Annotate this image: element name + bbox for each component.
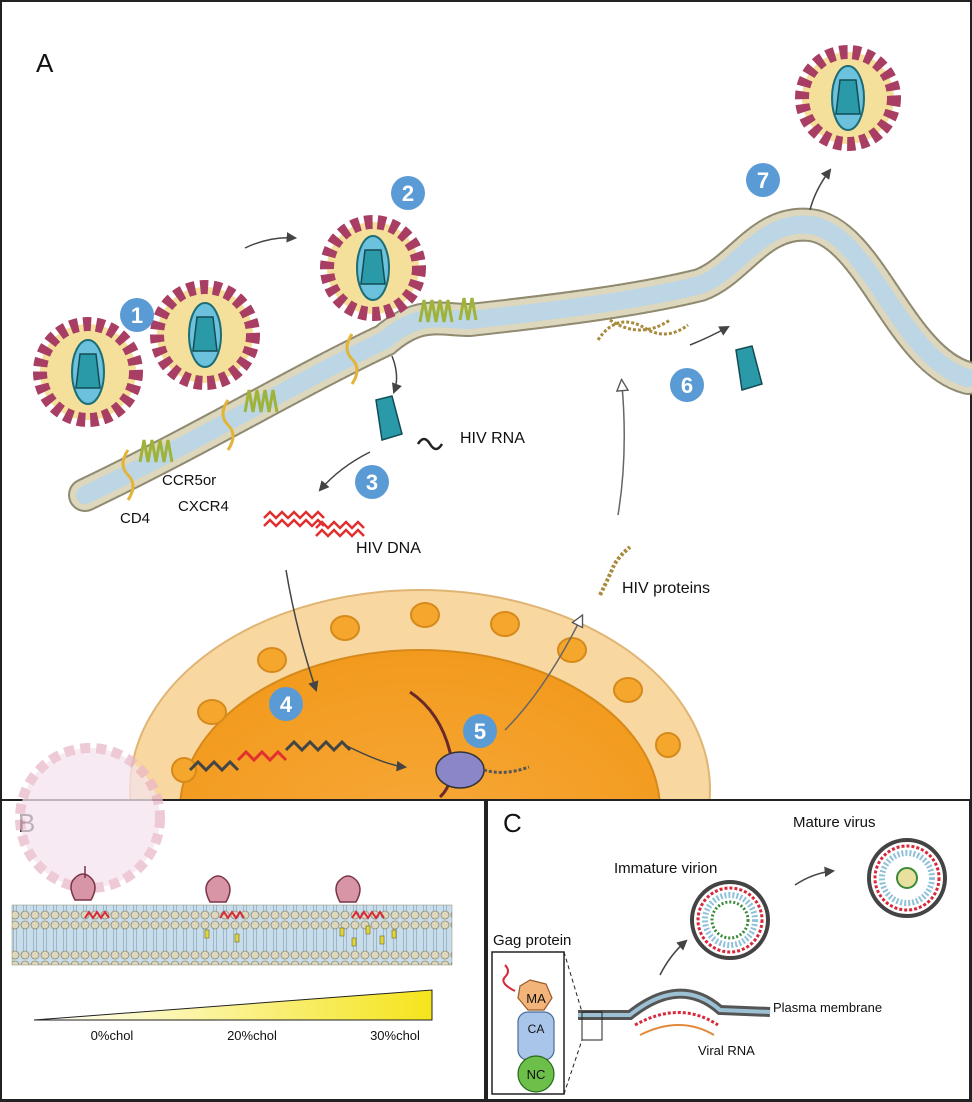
- capsid-entry: [375, 395, 403, 441]
- chol-label-0: 0%chol: [91, 1028, 134, 1043]
- panel-a-letter: A: [36, 48, 54, 78]
- label-cxcr4: CXCR4: [178, 498, 229, 515]
- arrow-budding: [659, 939, 688, 976]
- label-cd4: CD4: [120, 510, 150, 527]
- immature-virion: [690, 880, 770, 960]
- integrated-dna: [188, 739, 352, 773]
- panel-b: B 0%chol 20%chol 30%chol: [0, 743, 486, 1101]
- step-badge-7: 7: [746, 163, 780, 197]
- label-hiv-rna: HIV RNA: [460, 430, 525, 447]
- gag-ma-label: MA: [526, 991, 546, 1006]
- bud-rna-layer: [639, 1024, 715, 1036]
- gag-nc-domain: [517, 1055, 555, 1093]
- step-badge-5: 5: [463, 714, 497, 748]
- panel-c: C Mature virus Immature virion Plasma me…: [486, 799, 971, 1101]
- step-badge-1: 1: [120, 298, 154, 332]
- hiv-dna-strands: [263, 510, 365, 538]
- cholesterol-gradient: [33, 989, 433, 1021]
- gag-ca-domain: [517, 1011, 555, 1061]
- svg-text:4: 4: [280, 692, 293, 717]
- coreceptors: [138, 297, 478, 463]
- svg-text:3: 3: [366, 470, 378, 495]
- label-viral-rna: Viral RNA: [698, 1043, 755, 1058]
- nuclear-pores: [171, 602, 681, 783]
- step-badge-3: 3: [355, 465, 389, 499]
- gag-ca-label: CA: [528, 1022, 545, 1036]
- panel-c-letter: C: [503, 808, 522, 838]
- gag-zoom-box: [581, 1011, 603, 1041]
- step-badge-4: 4: [269, 687, 303, 721]
- gag-myristoyl: [502, 964, 516, 992]
- gag-nc-label: NC: [527, 1067, 546, 1082]
- protein-assembly: [596, 318, 689, 341]
- svg-text:6: 6: [681, 373, 693, 398]
- label-gag-protein: Gag protein: [493, 932, 571, 949]
- hollow-arrows: [504, 385, 624, 731]
- ribosome: [409, 690, 530, 799]
- arrow-maturation: [794, 866, 836, 886]
- panel-b-membrane: [11, 904, 453, 966]
- gag-ma-domain: [517, 979, 553, 1011]
- svg-text:2: 2: [402, 181, 414, 206]
- virus-particle-1: [33, 317, 143, 427]
- svg-text:5: 5: [474, 719, 486, 744]
- mature-virus: [867, 838, 947, 918]
- svg-text:1: 1: [131, 303, 143, 328]
- svg-text:7: 7: [757, 168, 769, 193]
- panel-c-membrane-core: [578, 991, 771, 1017]
- step-badge-2: 2: [391, 176, 425, 210]
- plasma-membrane-core: [76, 215, 972, 504]
- label-hiv-proteins: HIV proteins: [622, 580, 710, 597]
- label-plasma-membrane: Plasma membrane: [773, 1000, 882, 1015]
- step-badge-6: 6: [670, 368, 704, 402]
- chol-label-30: 30%chol: [370, 1028, 420, 1043]
- step-badges: 1 2 3 4 5 6 7: [120, 163, 780, 748]
- label-ccr5or: CCR5or: [162, 472, 216, 489]
- hiv-proteins-chain: [598, 545, 632, 596]
- label-mature-virus: Mature virus: [793, 814, 876, 831]
- label-immature-virion: Immature virion: [614, 860, 717, 877]
- flow-arrows: [244, 168, 832, 772]
- virus-particle-released: [795, 45, 901, 151]
- cd4-receptors: [121, 333, 359, 501]
- label-hiv-dna: HIV DNA: [356, 540, 421, 557]
- panel-b-coils: [84, 910, 385, 920]
- chol-label-20: 20%chol: [227, 1028, 277, 1043]
- hiv-rna-strand: [416, 437, 444, 451]
- panel-b-receptors: [70, 866, 361, 903]
- panel-b-cholesterol: [204, 925, 397, 947]
- virus-particle-2: [150, 280, 260, 390]
- capsid-assembly: [735, 345, 763, 391]
- bud-gag-layer: [634, 1011, 719, 1027]
- virus-particle-fusing: [320, 215, 426, 321]
